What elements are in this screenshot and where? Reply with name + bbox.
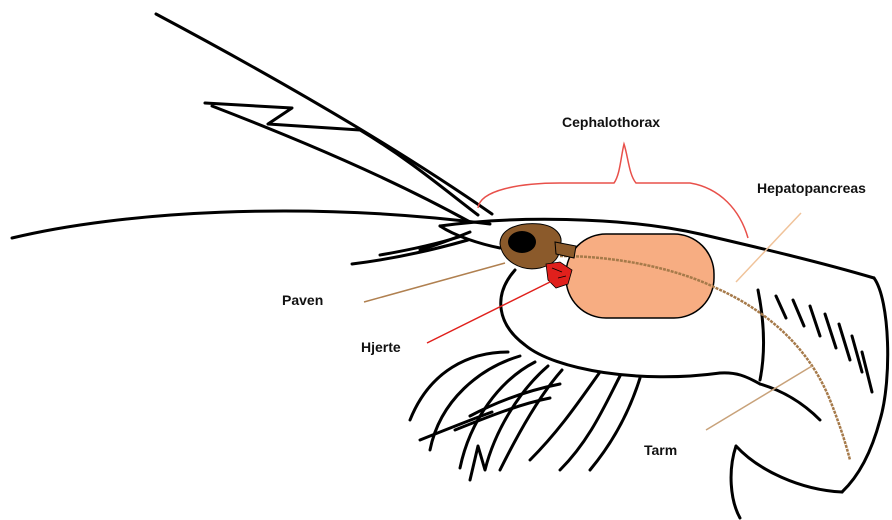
hjerte-label: Hjerte [361, 340, 401, 354]
tail [731, 446, 842, 518]
paven-label: Paven [282, 293, 323, 307]
legs [410, 352, 640, 480]
paven-pointer [364, 263, 505, 302]
long-antenna-upper [156, 14, 492, 214]
abdominal-segments [758, 290, 872, 392]
antenna-strand-a [352, 240, 468, 264]
hepatopancreas-pointer [736, 213, 801, 282]
antennule-lower-strand [212, 106, 470, 222]
abdomen-back [842, 278, 888, 492]
abdomen-belly [720, 373, 760, 384]
tarm-label: Tarm [644, 443, 677, 457]
eye [508, 231, 536, 253]
tarm-pointer [706, 366, 812, 430]
cephalothorax-label: Cephalothorax [562, 115, 660, 129]
cephalothorax-bracket [478, 144, 748, 238]
hepatopancreas-organ [566, 234, 714, 318]
hepatopancreas-label: Hepatopancreas [757, 181, 866, 195]
antennae [12, 14, 492, 264]
long-antenna-left [12, 211, 490, 238]
hjerte-pointer [427, 280, 554, 343]
abdomen-inner [760, 384, 820, 420]
